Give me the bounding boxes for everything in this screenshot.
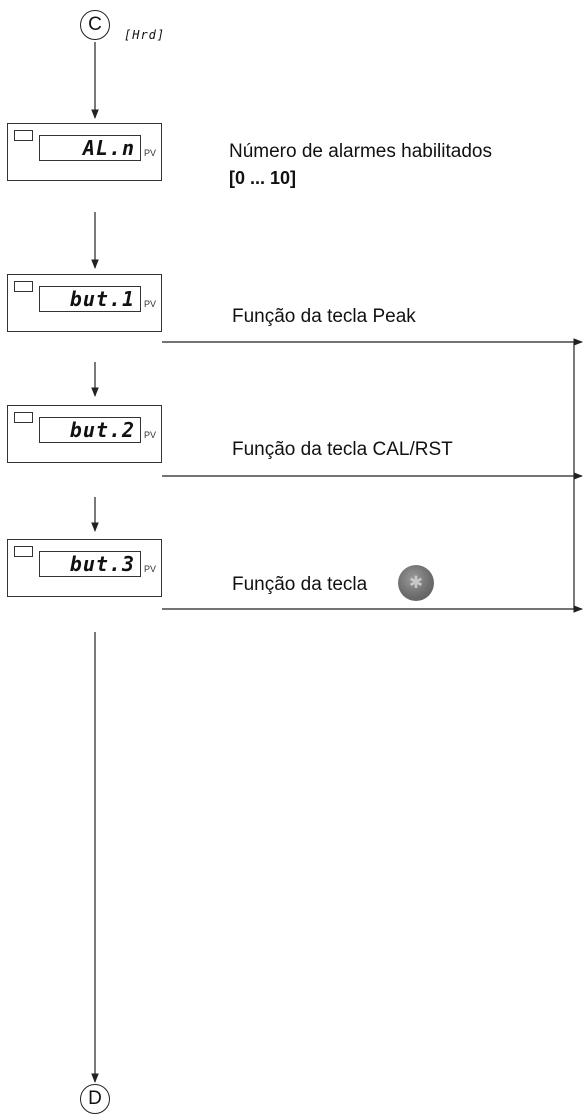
- panel-display: AL.n: [39, 135, 141, 161]
- pv-label: PV: [144, 564, 157, 574]
- step-label-but3: Função da tecla: [232, 574, 368, 595]
- menu-code-tag: [Hrd]: [124, 28, 166, 42]
- step-range-aln: [0 ... 10]: [229, 168, 297, 188]
- pv-label: PV: [144, 430, 157, 440]
- pv-label: PV: [144, 299, 157, 309]
- pv-label: PV: [144, 148, 157, 158]
- display-panel-but2: but.2 PV: [7, 405, 162, 463]
- led-indicator: [14, 281, 33, 292]
- panel-display: but.1: [39, 286, 141, 312]
- led-indicator: [14, 412, 33, 423]
- display-panel-but3: but.3 PV: [7, 539, 162, 597]
- connector-c: C: [80, 10, 110, 40]
- display-panel-but1: but.1 PV: [7, 274, 162, 332]
- panel-display: but.2: [39, 417, 141, 443]
- led-indicator: [14, 546, 33, 557]
- asterisk-key-icon: ✱: [398, 565, 434, 601]
- display-panel-aln: AL.n PV: [7, 123, 162, 181]
- step-label-but1: Função da tecla Peak: [232, 306, 416, 327]
- led-indicator: [14, 130, 33, 141]
- connector-d: D: [80, 1084, 110, 1114]
- step-label-but2: Função da tecla CAL/RST: [232, 439, 453, 460]
- panel-display: but.3: [39, 551, 141, 577]
- step-label-aln: Número de alarmes habilitados: [229, 141, 492, 162]
